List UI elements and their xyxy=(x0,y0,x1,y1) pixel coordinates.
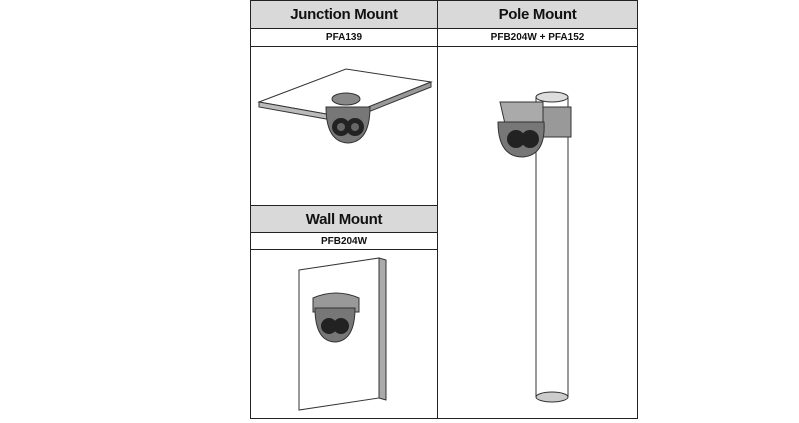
wall-mount-model: PFB204W xyxy=(250,232,438,250)
wall-mount-illustration xyxy=(250,249,438,419)
pole-mount-model: PFB204W + PFA152 xyxy=(437,28,638,47)
ceiling-camera-image xyxy=(257,68,433,144)
pole-mount-header: Pole Mount xyxy=(437,0,638,29)
pole-camera-image xyxy=(497,91,572,403)
junction-mount-illustration xyxy=(250,46,438,206)
junction-mount-model: PFA139 xyxy=(250,28,438,47)
wall-mount-header: Wall Mount xyxy=(250,205,438,233)
wall-camera-image xyxy=(298,257,387,411)
junction-mount-header: Junction Mount xyxy=(250,0,438,29)
pole-mount-illustration xyxy=(437,46,638,419)
